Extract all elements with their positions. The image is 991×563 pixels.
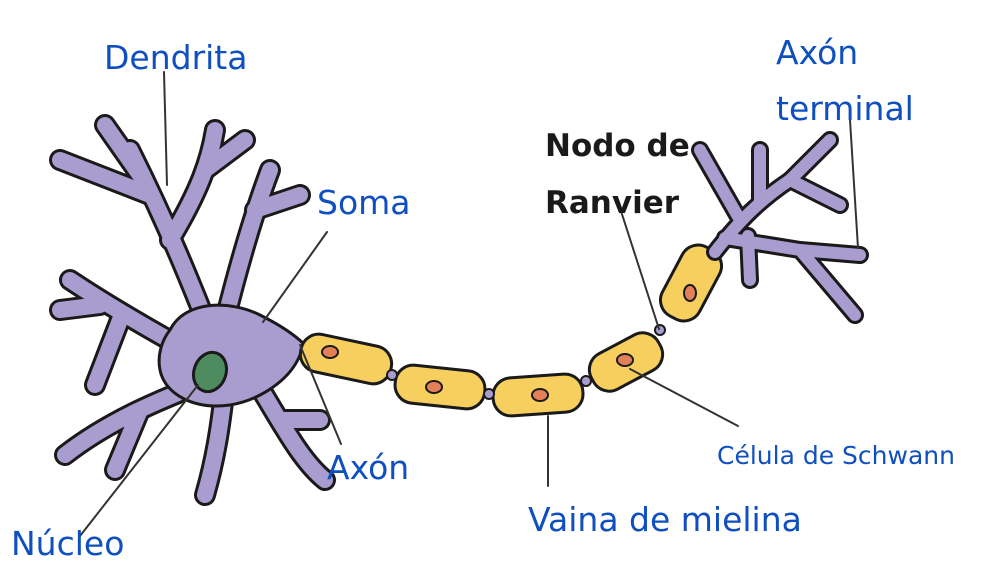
label-nucleo: Núcleo: [11, 527, 124, 560]
label-nodo-line2: Ranvier: [545, 188, 679, 219]
label-axon: Axón: [327, 451, 409, 484]
label-celula-schwann: Célula de Schwann: [717, 443, 955, 468]
label-vaina-mielina: Vaina de mielina: [528, 503, 802, 536]
label-axon-terminal-line1: Axón: [776, 36, 858, 69]
label-nodo-line1: Nodo de: [545, 131, 690, 162]
label-soma: Soma: [317, 186, 411, 219]
label-axon-terminal-line2: terminal: [776, 92, 914, 125]
label-dendrita: Dendrita: [104, 41, 247, 74]
soma: [159, 305, 305, 406]
